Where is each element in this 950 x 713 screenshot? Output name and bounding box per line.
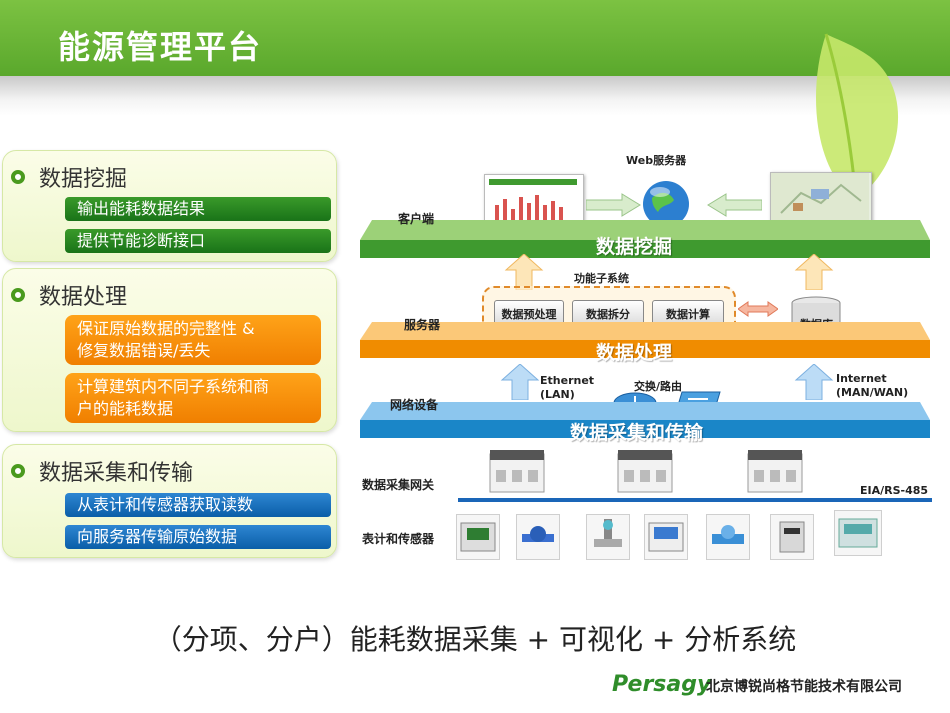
processing-item-2-line1: 计算建筑内不同子系统和商 [77,377,270,396]
layer-label-gateway: 数据采集网关 [362,478,435,492]
arrow-right-icon [586,193,641,217]
meter-panel-icon [456,514,500,560]
panel-title-collection: 数据采集和传输 [39,461,194,486]
transport-band [360,402,930,438]
page-title: 能源管理平台 [58,28,263,66]
processing-item-1: 保证原始数据的完整性 & 修复数据错误/丢失 [65,315,321,365]
ethernet-line2: (LAN) [540,388,575,401]
header-bar [0,0,950,76]
processing-item-2: 计算建筑内不同子系统和商 户的能耗数据 [65,373,321,423]
header-shadow [0,76,950,116]
bus-label: EIA/RS-485 [860,484,929,497]
heat-meter-icon [706,514,750,560]
gateway-device-icon [617,450,673,493]
layer-label-server: 服务器 [404,318,441,332]
internet-line1: Internet [836,372,887,385]
processing-item-1-line1: 保证原始数据的完整性 & [77,319,255,338]
double-arrow-icon [738,301,778,317]
processing-item-1-line2: 修复数据错误/丢失 [77,341,211,360]
bullet-icon [11,464,25,478]
globe-icon [643,181,689,227]
mining-item-2: 提供节能诊断接口 [65,229,331,253]
band-label-transport: 数据采集和传输 [570,422,704,444]
internet-label: Internet (MAN/WAN) [836,372,908,400]
processing-item-2-line2: 户的能耗数据 [77,399,174,418]
layer-label-client: 客户端 [398,212,435,226]
processing-band [360,322,930,358]
collection-item-1: 从表计和传感器获取读数 [65,493,331,517]
panel-data-collection: 数据采集和传输 从表计和传感器获取读数 向服务器传输原始数据 [2,444,337,558]
water-meter-icon [516,514,560,560]
company-name: 北京博锐尚格节能技术有限公司 [706,679,902,695]
layer-label-meters: 表计和传感器 [362,532,435,546]
rs485-bus-line [458,498,932,502]
arrow-left-icon [707,193,762,217]
bullet-icon [11,288,25,302]
collection-item-2: 向服务器传输原始数据 [65,525,331,549]
bullet-icon [11,170,25,184]
mining-band [360,220,930,258]
ethernet-line1: Ethernet [540,374,595,387]
web-server-label: Web服务器 [626,154,687,167]
bottom-caption: （分项、分户）能耗数据采集 + 可视化 + 分析系统 [153,623,797,656]
up-arrow-icon [500,364,540,400]
band-label-mining: 数据挖掘 [596,236,673,258]
flow-meter-icon [586,514,630,560]
power-meter-icon [644,514,688,560]
gateway-device-icon [747,450,803,493]
panel-data-processing: 数据处理 保证原始数据的完整性 & 修复数据错误/丢失 计算建筑内不同子系统和商… [2,268,337,432]
function-subsystem-label: 功能子系统 [574,272,629,285]
switch-router-label: 交换/路由 [634,380,683,393]
band-label-processing: 数据处理 [596,342,673,364]
panel-title-processing: 数据处理 [39,285,128,310]
company-logo: Persagy [612,672,712,697]
mining-item-1: 输出能耗数据结果 [65,197,331,221]
up-arrow-icon [794,364,834,400]
sensor-box-icon [834,510,882,556]
gas-meter-icon [770,514,814,560]
panel-title-mining: 数据挖掘 [39,167,128,192]
gateway-device-icon [489,450,545,493]
ethernet-label: Ethernet (LAN) [540,374,594,402]
bar-chart-icon [489,179,577,223]
layer-label-network: 网络设备 [390,398,439,412]
up-arrow-icon [794,254,834,290]
panel-data-mining: 数据挖掘 输出能耗数据结果 提供节能诊断接口 [2,150,337,262]
up-arrow-icon [504,254,544,290]
internet-line2: (MAN/WAN) [836,386,909,399]
